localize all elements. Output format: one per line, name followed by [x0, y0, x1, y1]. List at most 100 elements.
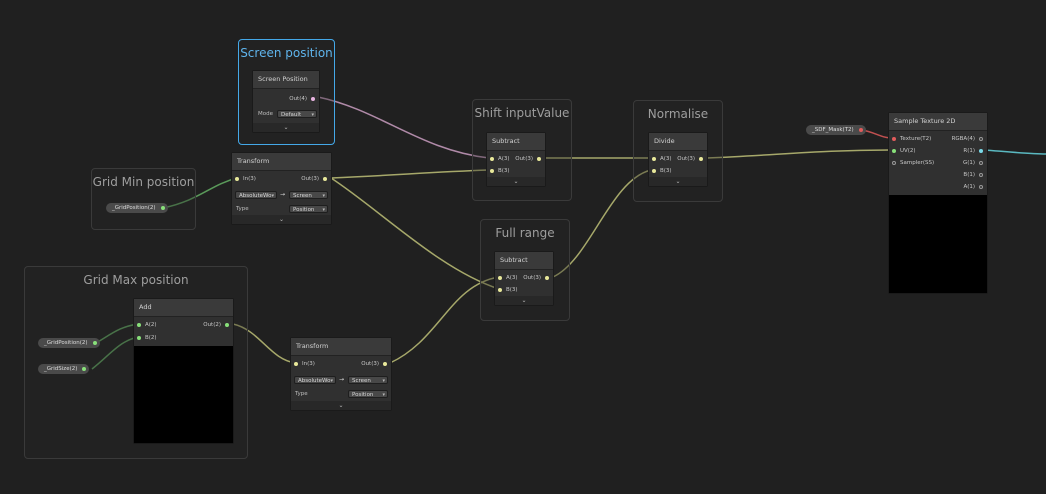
port-out-dot[interactable] — [699, 157, 703, 161]
property-grid-position-max[interactable]: _GridPosition(2) — [38, 338, 100, 348]
property-grid-position-min[interactable]: _GridPosition(2) — [106, 203, 168, 213]
property-out-dot[interactable] — [92, 341, 97, 345]
property-label: _GridSize(2) — [44, 366, 78, 372]
port-a-label: A(3) — [506, 275, 518, 281]
port-out-label: Out(3) — [677, 156, 695, 162]
node-title: Sample Texture 2D — [889, 113, 987, 131]
property-out-dot[interactable] — [82, 367, 87, 371]
port-out-label: Out(3) — [301, 176, 319, 182]
type-label: Type — [295, 391, 308, 397]
port-out-label: Out(2) — [203, 322, 221, 328]
port-a-label: A(1) — [963, 184, 975, 190]
arrow-label: → — [280, 191, 286, 198]
port-texture-dot[interactable] — [892, 137, 896, 141]
port-in-dot[interactable] — [235, 177, 239, 181]
to-space-dropdown[interactable]: Screen — [348, 376, 388, 384]
port-out-dot[interactable] — [545, 276, 549, 280]
collapse-chevron[interactable]: ⌄ — [291, 401, 391, 410]
port-rgba-dot[interactable] — [979, 137, 983, 141]
collapse-chevron[interactable]: ⌄ — [232, 215, 331, 224]
group-title: Grid Max position — [83, 273, 189, 287]
node-transform-2[interactable]: Transform In(3) Out(3) AbsoluteWo → Scre… — [290, 337, 392, 411]
node-title: Add — [134, 299, 233, 317]
group-grid-min-position[interactable]: Grid Min position — [91, 168, 196, 230]
node-add[interactable]: Add A(2) B(2) Out(2) — [133, 298, 234, 444]
mode-dropdown[interactable]: Default — [277, 110, 317, 118]
port-rgba-label: RGBA(4) — [951, 136, 975, 142]
group-title: Full range — [495, 226, 555, 240]
port-in-label: In(3) — [302, 361, 315, 367]
property-label: _SDF_Mask(T2) — [812, 127, 854, 133]
arrow-label: → — [339, 376, 345, 383]
from-space-dropdown[interactable]: AbsoluteWo — [294, 376, 336, 384]
node-divide[interactable]: Divide A(3) B(3) Out(3) ⌄ — [648, 132, 708, 187]
port-b-label: B(3) — [498, 168, 510, 174]
node-subtract-shift[interactable]: Subtract A(3) B(3) Out(3) ⌄ — [486, 132, 546, 187]
port-uv-dot[interactable] — [892, 149, 896, 153]
port-out-label: Out(4) — [289, 96, 307, 102]
port-uv-label: UV(2) — [900, 148, 916, 154]
port-sampler-label: Sampler(SS) — [900, 160, 935, 166]
wire-divide-to-sample — [706, 149, 894, 159]
port-out-label: Out(3) — [523, 275, 541, 281]
node-title: Screen Position — [253, 71, 319, 89]
port-a-dot[interactable] — [498, 276, 502, 280]
port-sampler-dot[interactable] — [892, 161, 896, 165]
port-in-label: In(3) — [243, 176, 256, 182]
port-out-dot[interactable] — [383, 362, 387, 366]
port-r-dot[interactable] — [979, 149, 983, 153]
collapse-chevron[interactable]: ⌄ — [649, 177, 707, 186]
port-out-dot[interactable] — [537, 157, 541, 161]
collapse-chevron[interactable]: ⌄ — [487, 177, 545, 186]
node-preview — [134, 346, 233, 443]
group-title: Screen position — [240, 46, 333, 60]
property-label: _GridPosition(2) — [44, 340, 88, 346]
port-b-label: B(2) — [145, 335, 157, 341]
port-out-label: Out(3) — [515, 156, 533, 162]
property-out-dot[interactable] — [160, 206, 165, 210]
port-a-dot[interactable] — [652, 157, 656, 161]
port-b-label: B(1) — [963, 172, 975, 178]
type-dropdown[interactable]: Position — [348, 390, 388, 398]
property-out-dot[interactable] — [858, 128, 863, 132]
port-b-label: B(3) — [506, 287, 518, 293]
port-b-dot[interactable] — [652, 169, 656, 173]
node-title: Divide — [649, 133, 707, 151]
node-subtract-range[interactable]: Subtract A(3) B(3) Out(3) ⌄ — [494, 251, 554, 306]
wire-transform1-to-subtract — [330, 169, 490, 179]
port-in-dot[interactable] — [294, 362, 298, 366]
node-title: Transform — [232, 153, 331, 171]
port-g-label: G(1) — [962, 160, 975, 166]
from-space-dropdown[interactable]: AbsoluteWo — [235, 191, 277, 199]
type-label: Type — [236, 206, 249, 212]
port-out-dot[interactable] — [323, 177, 327, 181]
port-out-dot[interactable] — [311, 97, 315, 101]
port-out-dot[interactable] — [225, 323, 229, 327]
node-preview — [889, 195, 987, 293]
port-b-label: B(3) — [660, 168, 672, 174]
port-a-label: A(3) — [498, 156, 510, 162]
port-out-label: Out(3) — [361, 361, 379, 367]
property-grid-size[interactable]: _GridSize(2) — [38, 364, 90, 374]
port-a-dot[interactable] — [137, 323, 141, 327]
property-label: _GridPosition(2) — [112, 205, 156, 211]
node-screen-position[interactable]: Screen Position Out(4) Mode Default ⌄ — [252, 70, 320, 133]
port-texture-label: Texture(T2) — [900, 136, 932, 142]
port-g-dot[interactable] — [979, 161, 983, 165]
port-b-dot[interactable] — [137, 336, 141, 340]
node-title: Subtract — [487, 133, 545, 151]
node-transform-1[interactable]: Transform In(3) Out(3) AbsoluteWo → Scre… — [231, 152, 332, 225]
collapse-chevron[interactable]: ⌄ — [495, 296, 553, 305]
port-a-label: A(2) — [145, 322, 157, 328]
type-dropdown[interactable]: Position — [289, 205, 328, 213]
port-a-dot[interactable] — [490, 157, 494, 161]
collapse-chevron[interactable]: ⌄ — [253, 123, 319, 132]
to-space-dropdown[interactable]: Screen — [289, 191, 328, 199]
port-b-dot[interactable] — [498, 288, 502, 292]
port-b-dot[interactable] — [979, 173, 983, 177]
node-title: Subtract — [495, 252, 553, 270]
node-sample-texture-2d[interactable]: Sample Texture 2D Texture(T2) UV(2) Samp… — [888, 112, 988, 294]
port-a-dot[interactable] — [979, 185, 983, 189]
property-sdf-mask[interactable]: _SDF_Mask(T2) — [806, 125, 866, 135]
port-b-dot[interactable] — [490, 169, 494, 173]
